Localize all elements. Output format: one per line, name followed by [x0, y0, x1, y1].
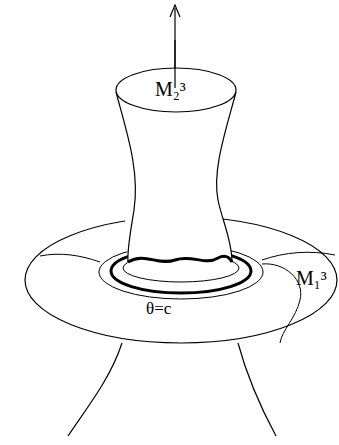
- annulus-curve: [262, 264, 301, 343]
- lower-neck-left: [68, 343, 122, 436]
- math-label: θ=c: [146, 300, 171, 317]
- math-label: M₁³: [296, 268, 327, 288]
- math-label: M₂³: [155, 79, 186, 99]
- neck-top-ellipse: [116, 68, 236, 112]
- annulus-curve: [262, 252, 335, 260]
- hole-ellipse-inner: [123, 254, 239, 282]
- lower-neck-right: [238, 343, 276, 436]
- neck-boundary: [128, 256, 232, 262]
- neck-left: [116, 92, 135, 262]
- arrow-head: [170, 5, 180, 17]
- annulus-curve: [40, 254, 100, 262]
- neck-right: [217, 92, 236, 262]
